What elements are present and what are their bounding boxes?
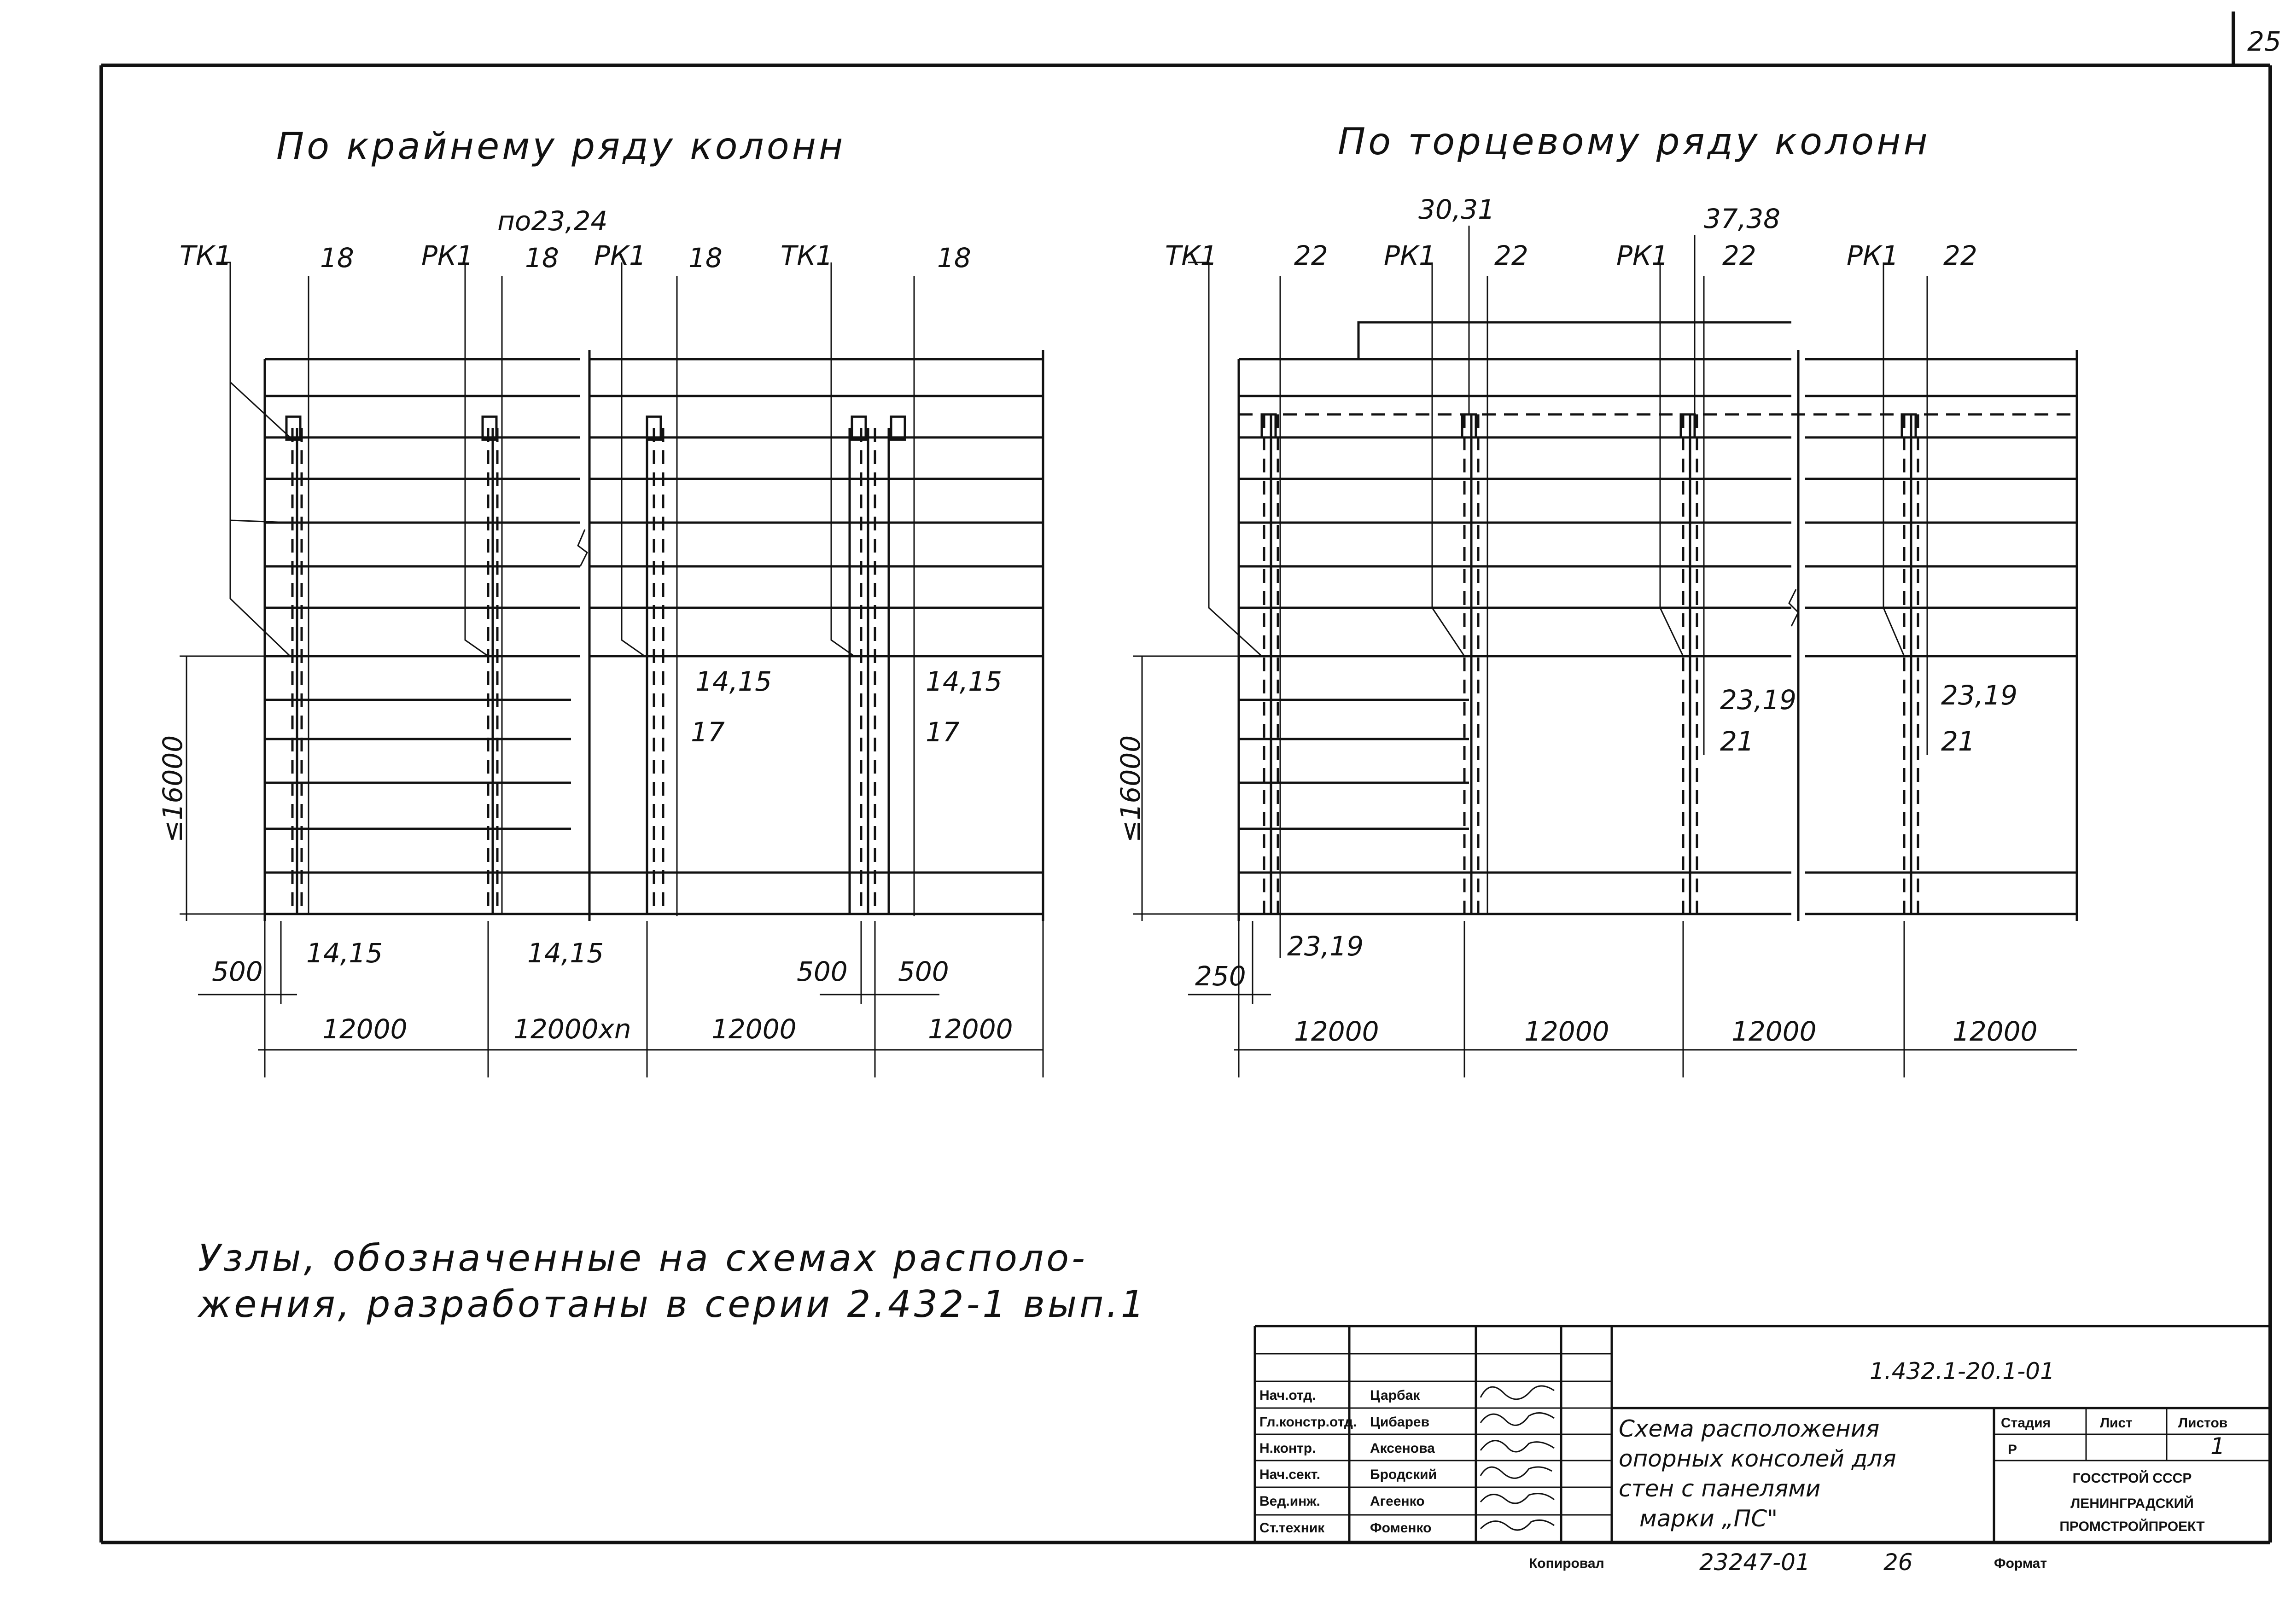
stage-value: Р bbox=[2008, 1442, 2017, 1457]
callout-rk1-right-3: РК1 bbox=[1847, 240, 1899, 271]
label-23-19-a: 23,19 bbox=[1720, 684, 1796, 716]
label-14-15-b: 14,15 bbox=[926, 666, 1002, 697]
document-code: 1.432.1-20.1-01 bbox=[1870, 1358, 2055, 1385]
role-6: Ст.техник bbox=[1259, 1520, 1325, 1536]
order-sheet: 26 bbox=[1883, 1549, 1913, 1576]
left-span-3: 12000 bbox=[711, 1013, 797, 1045]
label-23-19-b: 23,19 bbox=[1941, 680, 2017, 711]
callout-18-left-1: 18 bbox=[320, 242, 354, 274]
left-lower-labels: 14,15 17 14,15 17 14,15 14,15 bbox=[306, 666, 1002, 969]
right-span-1: 12000 bbox=[1294, 1016, 1379, 1047]
page-number: 25 bbox=[2247, 26, 2281, 57]
callout-tk1-left-2: ТК1 bbox=[781, 240, 833, 271]
left-span-4: 12000 bbox=[928, 1013, 1013, 1045]
note-line-1: Узлы, обозначенные на схемах располо- bbox=[198, 1237, 1088, 1280]
callout-18-left-3: 18 bbox=[688, 242, 723, 274]
org-line-2: ЛЕНИНГРАДСКИЙ bbox=[2070, 1496, 2194, 1511]
role-3: Н.контр. bbox=[1259, 1441, 1316, 1456]
right-span-4: 12000 bbox=[1953, 1016, 2038, 1047]
stage-header: Стадия bbox=[2001, 1415, 2051, 1431]
format-label: Формат bbox=[1994, 1556, 2047, 1571]
left-span-1: 12000 bbox=[322, 1013, 408, 1045]
label-14-15-c: 14,15 bbox=[306, 937, 383, 969]
order-number: 23247-01 bbox=[1699, 1549, 1810, 1576]
sheets-header: Листов bbox=[2178, 1415, 2227, 1431]
title-block bbox=[1253, 1325, 2270, 1543]
right-height-dim: ≤16000 bbox=[1115, 735, 1146, 843]
role-4: Нач.сект. bbox=[1259, 1467, 1320, 1482]
right-lower-labels: 23,19 21 23,19 21 23,19 bbox=[1287, 680, 2017, 962]
left-callouts: ТК1 18 РК1 по23,24 18 РК1 18 ТК1 18 bbox=[180, 205, 971, 274]
label-14-15-d: 14,15 bbox=[527, 937, 604, 969]
right-wall-elevation bbox=[1188, 226, 2078, 958]
drawing-title-line-1: Схема расположения bbox=[1619, 1415, 1879, 1442]
org-line-1: ГОССТРОЙ СССР bbox=[2073, 1470, 2192, 1486]
role-5: Вед.инж. bbox=[1259, 1494, 1320, 1509]
right-span-3: 12000 bbox=[1731, 1016, 1817, 1047]
callout-37-38: 37,38 bbox=[1704, 203, 1780, 234]
left-offset-500-b: 500 bbox=[797, 956, 848, 987]
note-line-2: жения, разработаны в серии 2.432-1 вып.1 bbox=[197, 1283, 1147, 1326]
label-14-15-a: 14,15 bbox=[695, 666, 772, 697]
left-offset-500-a: 500 bbox=[212, 956, 263, 987]
right-dimensions bbox=[1133, 655, 2077, 1077]
right-callouts: ТК1 22 30,31 РК1 22 37,38 РК1 22 РК1 22 bbox=[1165, 194, 1977, 271]
label-23-19-c: 23,19 bbox=[1287, 931, 1364, 962]
callout-po-23-24: по23,24 bbox=[497, 205, 607, 237]
copied-label: Копировал bbox=[1529, 1556, 1604, 1571]
name-5: Агеенко bbox=[1370, 1494, 1425, 1509]
callout-tk1-right: ТК1 bbox=[1165, 240, 1218, 271]
left-wall-elevation bbox=[216, 262, 1044, 921]
left-offset-500-c: 500 bbox=[898, 956, 949, 987]
name-2: Цибарев bbox=[1370, 1414, 1429, 1430]
name-4: Бродский bbox=[1370, 1467, 1437, 1482]
label-21-a: 21 bbox=[1720, 726, 1754, 757]
drawing-title: Схема расположения опорных консолей для … bbox=[1619, 1415, 1896, 1532]
drawing-title-line-2: опорных консолей для bbox=[1619, 1445, 1896, 1472]
callout-rk1-left-1: РК1 bbox=[421, 240, 473, 271]
title-block-names: Царбак Цибарев Аксенова Бродский Агеенко… bbox=[1370, 1388, 1437, 1536]
name-6: Фоменко bbox=[1370, 1520, 1431, 1536]
callout-tk1-left-1: ТК1 bbox=[180, 240, 232, 271]
callout-rk1-right-1: РК1 bbox=[1384, 240, 1436, 271]
callout-22-right-2: 22 bbox=[1494, 240, 1528, 271]
callout-22-right-3: 22 bbox=[1722, 240, 1756, 271]
left-dimensions bbox=[180, 655, 1044, 1077]
sheets-value: 1 bbox=[2210, 1433, 2225, 1460]
title-block-roles: Нач.отд. Гл.констр.отд. Н.контр. Нач.сек… bbox=[1259, 1388, 1357, 1536]
drawing-title-line-3: стен с панелями bbox=[1619, 1475, 1820, 1502]
callout-22-right-4: 22 bbox=[1943, 240, 1977, 271]
sheet-header: Лист bbox=[2100, 1415, 2133, 1431]
callout-18-left-4: 18 bbox=[937, 242, 971, 274]
label-17-a: 17 bbox=[691, 716, 725, 748]
drawing-title-line-4: марки „ПС" bbox=[1639, 1505, 1778, 1532]
label-17-b: 17 bbox=[926, 716, 960, 748]
label-21-b: 21 bbox=[1941, 726, 1975, 757]
sheet-frame bbox=[99, 12, 2272, 1544]
name-1: Царбак bbox=[1370, 1388, 1420, 1403]
signatures bbox=[1480, 1385, 1555, 1531]
right-view-title: По торцевому ряду колонн bbox=[1338, 120, 1930, 163]
right-span-2: 12000 bbox=[1524, 1016, 1609, 1047]
left-height-dim: ≤16000 bbox=[157, 735, 188, 843]
name-3: Аксенова bbox=[1370, 1441, 1435, 1456]
left-view-title: По крайнему ряду колонн bbox=[276, 125, 845, 168]
role-1: Нач.отд. bbox=[1259, 1388, 1316, 1403]
org-line-3: ПРОМСТРОЙПРОЕКТ bbox=[2059, 1519, 2204, 1534]
left-span-2: 12000хn bbox=[513, 1013, 631, 1045]
callout-22-right-1: 22 bbox=[1294, 240, 1328, 271]
callout-30-31: 30,31 bbox=[1418, 194, 1495, 225]
role-2: Гл.констр.отд. bbox=[1259, 1414, 1357, 1430]
right-offset-250: 250 bbox=[1195, 960, 1246, 992]
callout-rk1-left-2: РК1 bbox=[594, 240, 646, 271]
callout-18-left-2: 18 bbox=[525, 242, 559, 274]
callout-rk1-right-2: РК1 bbox=[1616, 240, 1668, 271]
